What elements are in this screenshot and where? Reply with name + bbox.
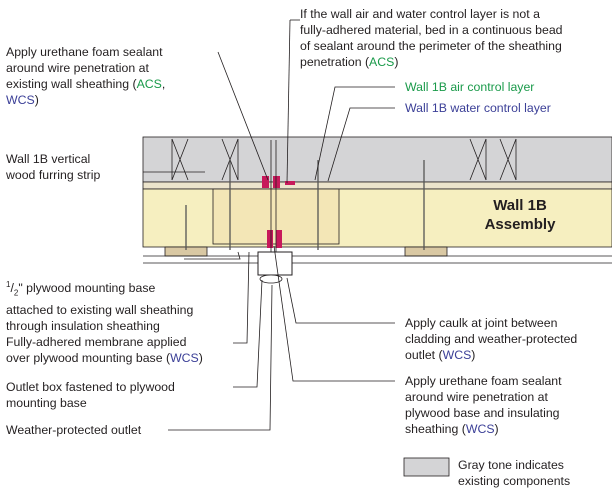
- membrane-line1: Fully-adhered membrane applied: [6, 335, 187, 349]
- plywood-line3: through insulation sheathing: [6, 318, 160, 333]
- bead-line4b: ): [394, 55, 399, 69]
- wcs-tag: WCS: [442, 348, 472, 362]
- furring-strip-right: [404, 246, 448, 257]
- membrane-line2a: over plywood mounting base (: [6, 351, 171, 365]
- assembly-title: Wall 1B Assembly: [470, 196, 570, 234]
- caulk-line3a: outlet (: [405, 348, 443, 362]
- bead-line3: of sealant around the perimeter of the s…: [300, 39, 562, 53]
- legend-line1: Gray tone indicates: [458, 458, 564, 472]
- wcs-tag: WCS: [170, 351, 199, 365]
- assembly-line1: Wall 1B: [493, 197, 547, 214]
- bead-line4: penetration (ACS): [300, 54, 563, 70]
- furring-line2: wood furring strip: [6, 168, 101, 182]
- caulk-line3b: ): [471, 348, 476, 362]
- existing-wall-gray: [142, 136, 612, 183]
- membrane-seal: [262, 176, 295, 248]
- legend-swatch: [403, 457, 450, 477]
- bead-line4a: penetration (: [300, 55, 370, 69]
- plywood-line1: 1/2" plywood mounting base: [6, 280, 156, 298]
- outlet-line1: Weather-protected outlet: [6, 423, 142, 437]
- membrane-line2: over plywood mounting base (WCS): [6, 350, 203, 366]
- seal-existing-line1: Apply urethane foam sealant: [6, 45, 163, 59]
- caulk-line1: Apply caulk at joint between: [405, 316, 558, 330]
- seal-plywood-line4a: sheathing (: [405, 422, 466, 436]
- label-seal-plywood: Apply urethane foam sealant around wire …: [405, 373, 562, 437]
- existing-stud-hatch: [171, 138, 517, 181]
- seal-existing-line3: existing wall sheathing (ACS,: [6, 76, 165, 92]
- membrane-line2b: ): [198, 351, 203, 365]
- plywood-line2: attached to existing wall sheathing: [6, 302, 194, 317]
- label-legend: Gray tone indicates existing components: [458, 457, 570, 489]
- outlet-box-line2: mounting base: [6, 396, 87, 410]
- frac-den: 2: [13, 288, 19, 298]
- bead-line2: fully-adhered material, bed in a continu…: [300, 23, 563, 37]
- assembly-line2: Assembly: [484, 216, 556, 233]
- label-seal-existing: Apply urethane foam sealant around wire …: [6, 44, 165, 108]
- seal-plywood-line1: Apply urethane foam sealant: [405, 374, 562, 388]
- seal-existing-line4b: ): [34, 93, 39, 107]
- legend-line2: existing components: [458, 474, 571, 488]
- acs-tag: ACS: [136, 77, 162, 91]
- fasteners: [185, 160, 425, 250]
- seal-existing-line3b: ,: [161, 77, 166, 91]
- frac-num: 1: [6, 280, 11, 289]
- label-caulk: Apply caulk at joint between cladding an…: [405, 315, 577, 363]
- outlet-box-line1: Outlet box fastened to plywood: [6, 380, 175, 394]
- leader-lines: [143, 19, 395, 431]
- label-water-layer: Wall 1B water control layer: [405, 101, 551, 115]
- seal-plywood-line4b: ): [494, 422, 499, 436]
- plywood-line1-rest: " plywood mounting base: [18, 281, 156, 296]
- seal-existing-line4: WCS): [6, 92, 165, 108]
- label-outlet: Weather-protected outlet: [6, 422, 141, 438]
- wcs-tag: WCS: [6, 93, 35, 107]
- label-bead-note: If the wall air and water control layer …: [300, 6, 563, 70]
- seal-plywood-line4: sheathing (WCS): [405, 421, 562, 437]
- label-furring: Wall 1B vertical wood furring strip: [6, 151, 100, 183]
- seal-plywood-line2: around wire penetration at: [405, 390, 548, 404]
- weather-outlet: [259, 274, 283, 284]
- acs-tag: ACS: [369, 55, 395, 69]
- furring-line1: Wall 1B vertical: [6, 152, 91, 166]
- seal-existing-line3a: existing wall sheathing (: [6, 77, 137, 91]
- caulk-line2: cladding and weather-protected: [405, 332, 578, 346]
- seal-plywood-line3: plywood base and insulating: [405, 406, 560, 420]
- label-outlet-box: Outlet box fastened to plywood mounting …: [6, 379, 175, 411]
- caulk-line3: outlet (WCS): [405, 347, 577, 363]
- bead-line1: If the wall air and water control layer …: [300, 7, 540, 21]
- wcs-tag: WCS: [465, 422, 495, 436]
- label-plywood-base: 1/2" plywood mounting base attached to e…: [6, 277, 193, 334]
- existing-sheathing: [142, 181, 612, 190]
- wire: [270, 140, 277, 268]
- label-air-layer: Wall 1B air control layer: [405, 80, 535, 94]
- seal-existing-line2: around wire penetration at: [6, 61, 149, 75]
- label-membrane: Fully-adhered membrane applied over plyw…: [6, 334, 203, 366]
